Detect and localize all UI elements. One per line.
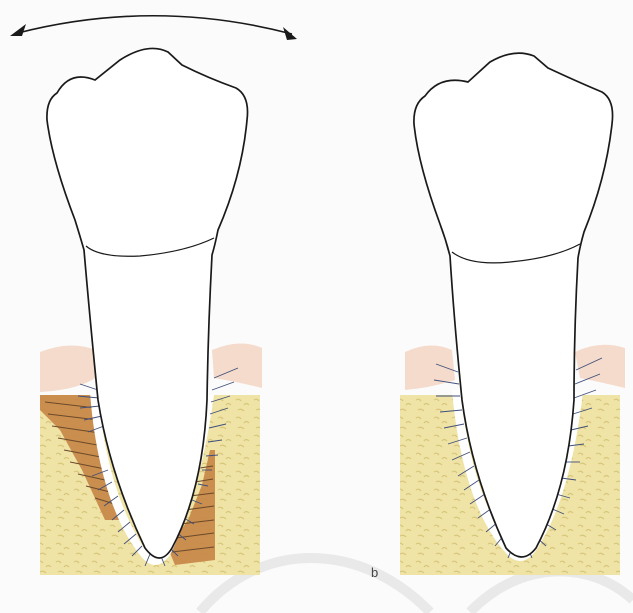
right-gingiva-distal xyxy=(575,345,625,388)
panel-label: b xyxy=(371,566,378,579)
left-gingiva-distal xyxy=(212,343,262,388)
left-gingiva xyxy=(40,345,100,392)
left-tooth-group xyxy=(40,48,262,575)
mobility-arrow-icon xyxy=(10,16,297,40)
right-tooth-group xyxy=(400,53,625,575)
